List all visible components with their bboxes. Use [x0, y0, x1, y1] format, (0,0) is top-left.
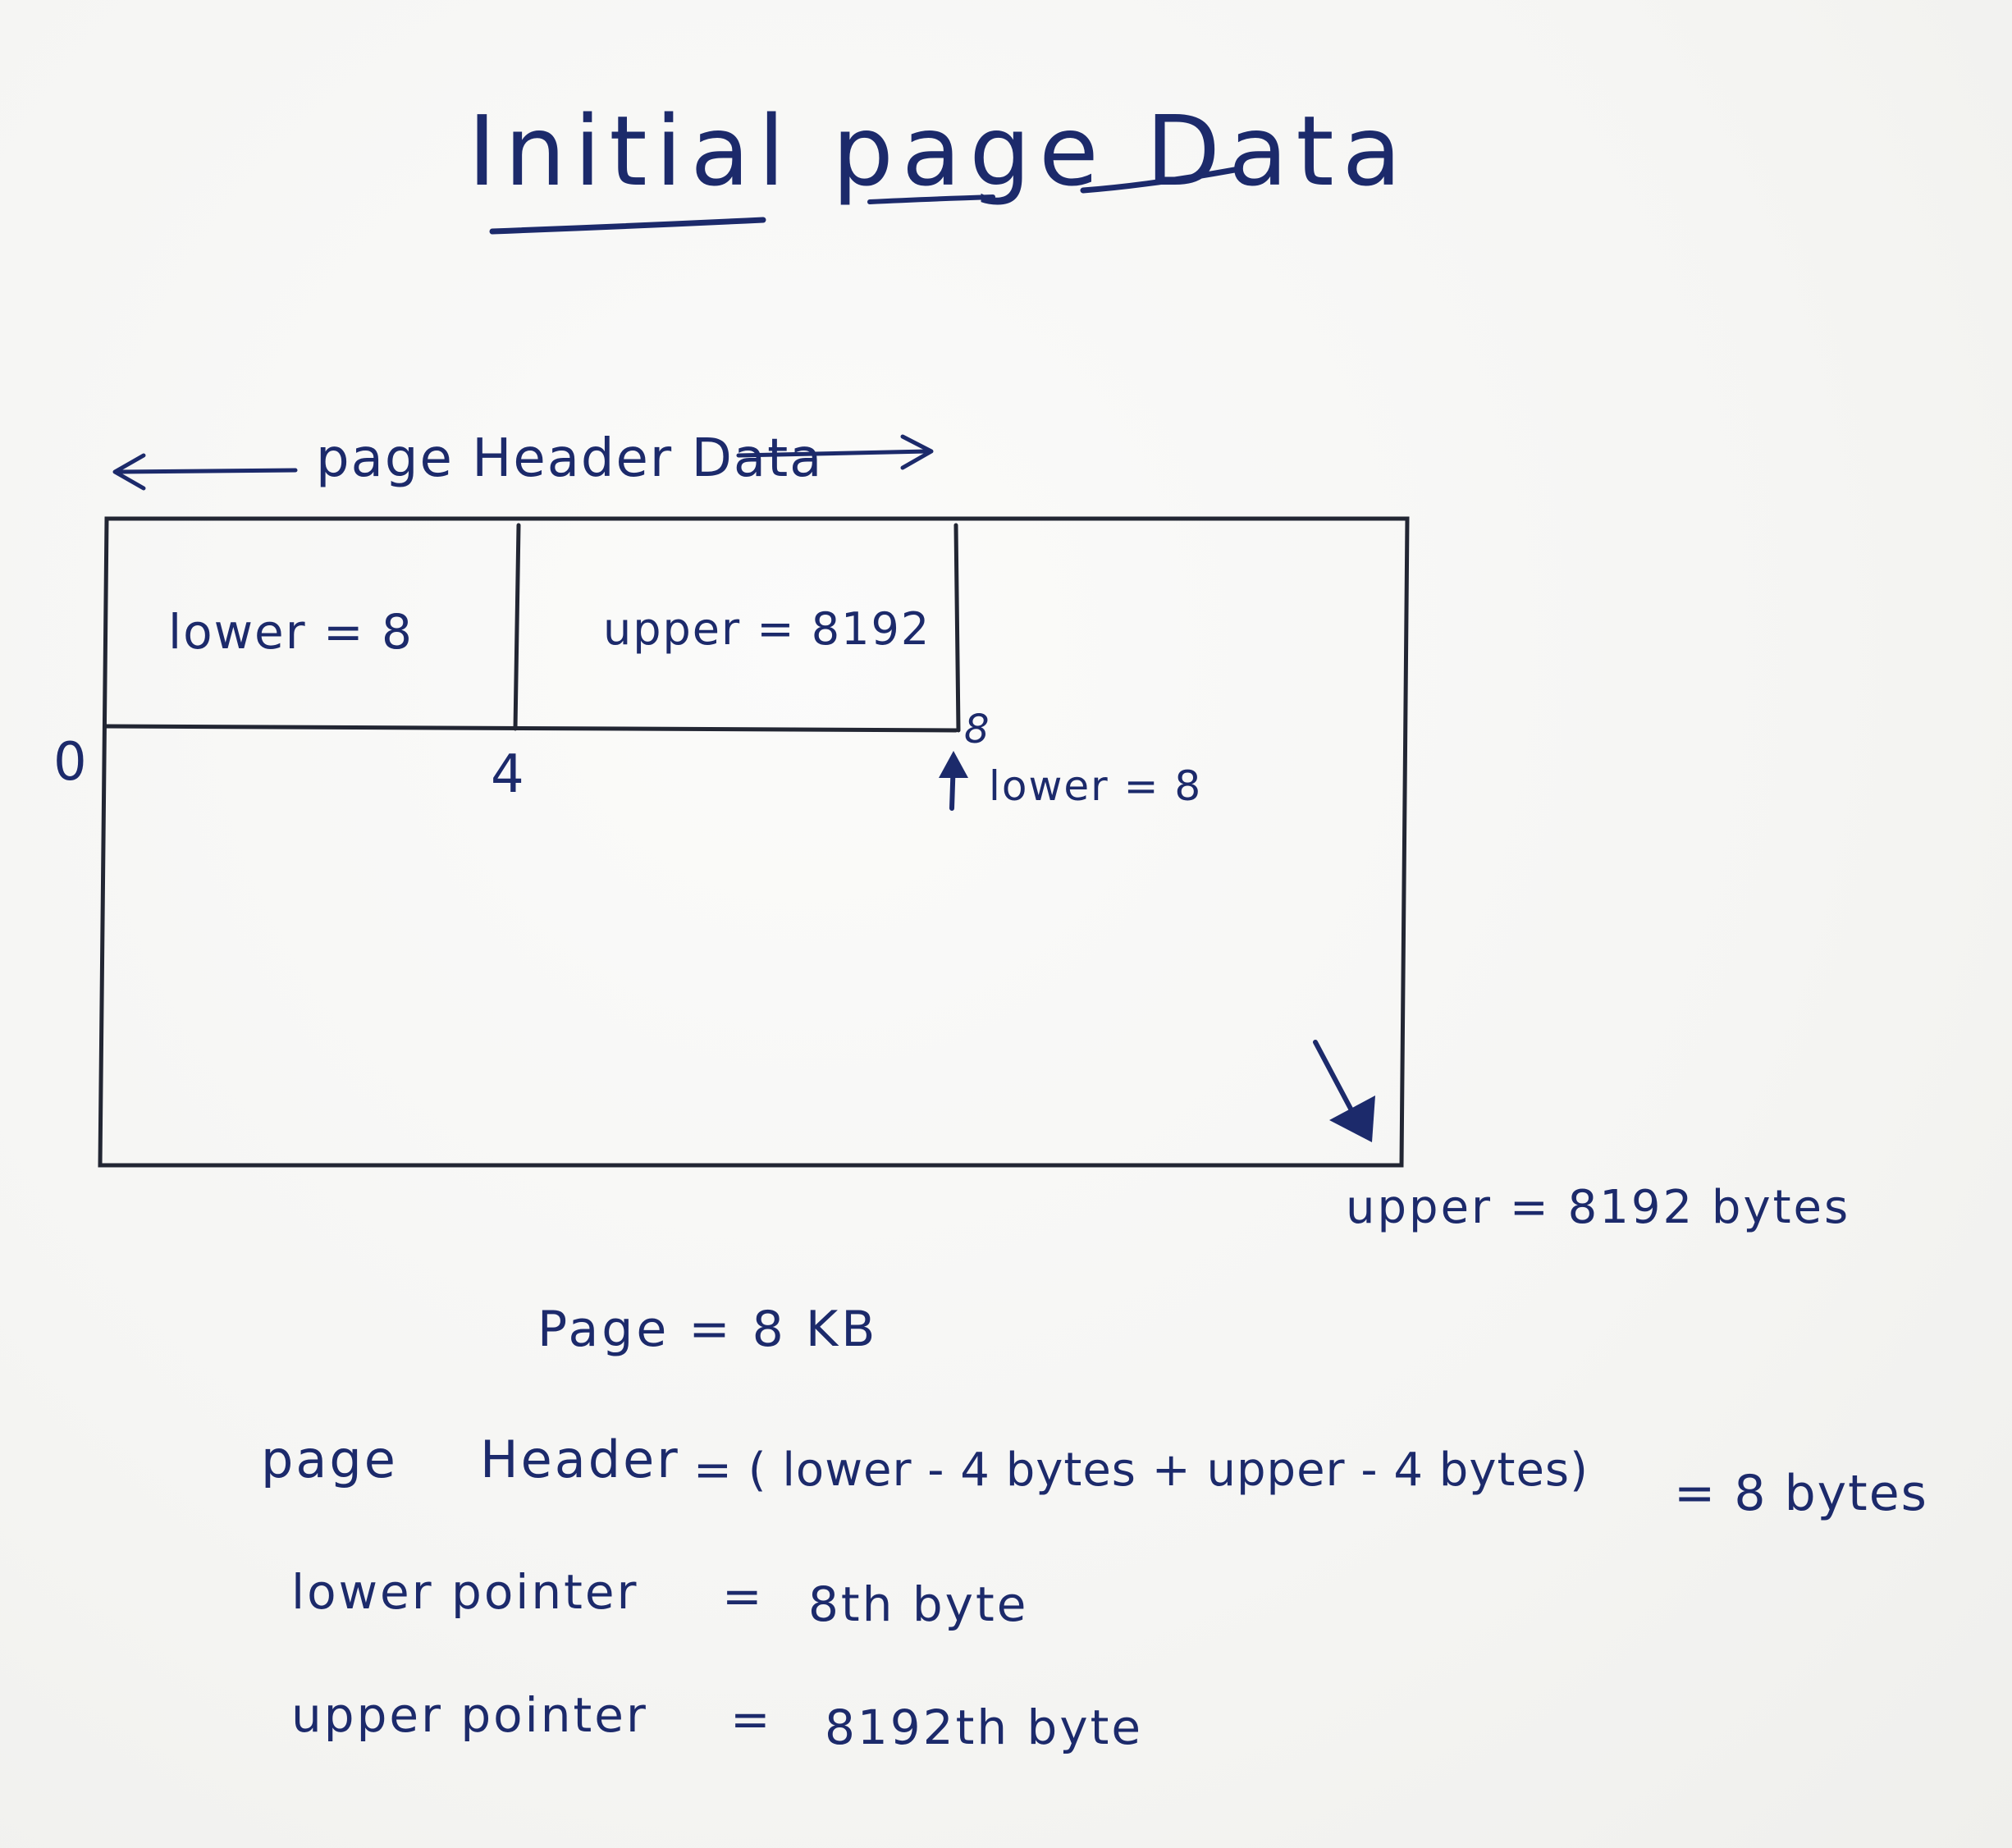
upper-arrow-head: [1329, 1096, 1375, 1142]
header-bottom-line: [104, 724, 958, 733]
header-divider: [513, 523, 521, 731]
span-arrow-right-line: [736, 449, 930, 458]
lower-pointer-value: 8th byte: [808, 1576, 1028, 1632]
upper-pointer-eq: =: [730, 1691, 771, 1747]
page-box: [98, 516, 1410, 1168]
offset-four: 4: [491, 744, 524, 805]
lower-pointer-label: lower pointer: [291, 1564, 638, 1620]
header-note-result: = 8 bytes: [1674, 1465, 1928, 1522]
lower-pointer-eq: =: [722, 1568, 762, 1624]
upper-marker-label: upper = 8192 bytes: [1346, 1181, 1850, 1234]
span-arrow-left-head: [112, 453, 146, 491]
upper-pointer-value: 8192th byte: [825, 1699, 1143, 1755]
page-header-span-label: page Header Data: [316, 428, 823, 489]
lower-arrow-head: [939, 751, 968, 778]
upper-pointer-label: upper pointer: [291, 1687, 648, 1743]
offset-eight: 8: [964, 707, 990, 752]
title-underline-1: [489, 217, 766, 235]
title-underline-3: [1080, 166, 1242, 194]
offset-zero: 0: [53, 732, 87, 793]
header-note-equation: = ( lower - 4 bytes + upper - 4 bytes): [693, 1443, 1589, 1497]
title-underline-2: [867, 194, 995, 204]
diagram-title: Initial page Data: [468, 94, 1410, 208]
lower-cell-label: lower = 8: [168, 604, 414, 660]
header-note-name: page: [261, 1429, 398, 1489]
lower-marker-label: lower = 8: [989, 762, 1202, 810]
span-arrow-right-head: [900, 434, 934, 470]
header-right-edge: [953, 523, 961, 733]
page-size-note: Page = 8 KB: [537, 1301, 878, 1358]
header-note-word: Header: [480, 1429, 680, 1489]
span-arrow-left-line: [117, 468, 298, 474]
upper-cell-label: upper = 8192: [603, 603, 931, 655]
